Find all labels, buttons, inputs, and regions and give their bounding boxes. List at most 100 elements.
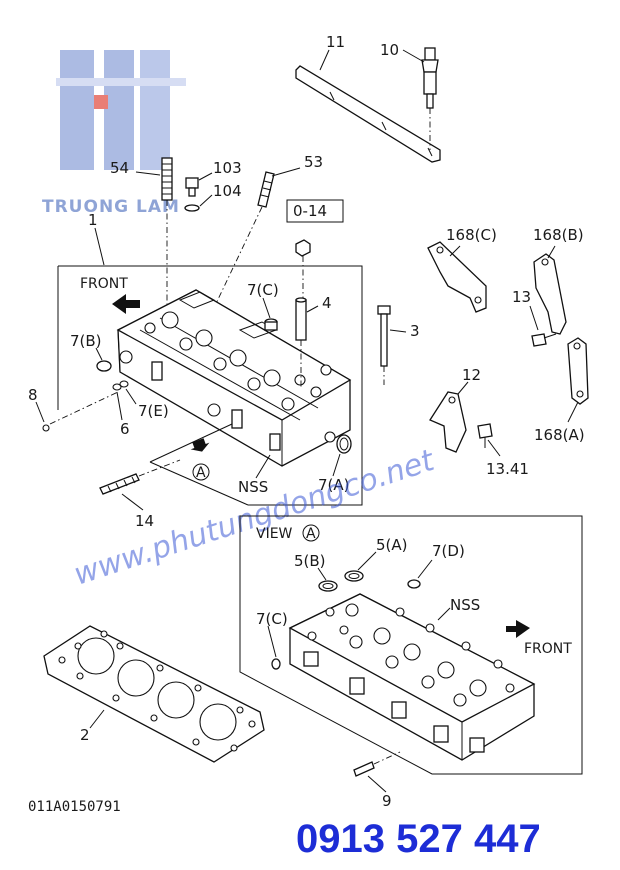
label-3: 3	[410, 322, 420, 340]
leader-nss-view	[437, 607, 451, 621]
front-arrow-view	[506, 620, 530, 638]
label-54: 54	[110, 159, 129, 177]
label-view-letter: A	[306, 526, 316, 542]
ring-5a	[344, 570, 364, 582]
bolt-3	[377, 305, 391, 385]
leader-4	[306, 305, 319, 313]
stud-54	[161, 157, 173, 320]
label-8: 8	[28, 386, 38, 404]
leader-13	[529, 305, 539, 331]
label-0-14: 0-14	[293, 202, 327, 220]
leader-5a	[357, 551, 377, 571]
stud-9	[353, 751, 401, 777]
leader-8	[35, 401, 45, 423]
label-13: 13	[512, 288, 531, 306]
label-53: 53	[304, 153, 323, 171]
leader-10	[402, 49, 425, 63]
leader-168b	[547, 245, 556, 259]
label-7b: 7(B)	[70, 332, 102, 350]
label-1: 1	[88, 211, 98, 229]
bolt-13	[531, 333, 557, 347]
plug-7d	[407, 579, 421, 589]
label-nss-top: NSS	[238, 478, 268, 496]
watermark-url: www.phutungdongco.net	[70, 443, 440, 593]
leader-12	[457, 381, 469, 395]
bracket-168a	[567, 337, 589, 405]
plug-7a	[336, 434, 352, 454]
label-6: 6	[120, 420, 130, 438]
leader-9	[367, 775, 387, 793]
ring-5b	[318, 580, 338, 592]
label-104: 104	[213, 182, 242, 200]
cylinder-head-top	[116, 289, 352, 467]
connector-strip	[295, 65, 441, 163]
head-frame	[58, 265, 363, 506]
front-arrow-top	[112, 294, 140, 314]
leader-3	[389, 329, 407, 333]
leader-7e	[125, 388, 137, 405]
small-plug	[295, 239, 311, 330]
leader-168c	[449, 245, 461, 257]
bracket-168b	[533, 253, 567, 335]
label-9: 9	[382, 792, 392, 810]
label-103: 103	[213, 159, 242, 177]
leader-nss-top	[255, 454, 271, 479]
leader-7c-view	[267, 625, 277, 658]
box-0-14	[286, 199, 344, 223]
label-11: 11	[326, 33, 345, 51]
leader-54	[135, 171, 161, 176]
circle-a-view	[302, 524, 320, 542]
brand-logo-text: TRUONG LAM	[42, 197, 180, 217]
leader-7d	[417, 559, 433, 579]
drawing-code: 011A0150791	[28, 799, 121, 815]
leader-1	[94, 227, 105, 266]
label-10: 10	[380, 41, 399, 59]
label-7c-top: 7(C)	[247, 281, 279, 299]
leader-7c-top	[262, 297, 271, 319]
label-168a: 168(A)	[534, 426, 585, 444]
sleeve-4	[295, 297, 307, 388]
part-8	[42, 424, 50, 432]
label-view-prefix: VIEW	[256, 526, 293, 542]
leader-14	[121, 493, 144, 511]
leader-168a	[567, 401, 579, 423]
leader-5b	[317, 567, 327, 581]
bracket-168c	[427, 241, 487, 313]
label-front-top: FRONT	[80, 276, 128, 292]
leader-104	[199, 194, 213, 207]
brand-logo	[56, 50, 186, 170]
label-12: 12	[462, 366, 481, 384]
view-a-frame	[239, 515, 583, 775]
label-168c: 168(C)	[446, 226, 497, 244]
glow-plug	[421, 47, 439, 150]
label-14: 14	[135, 512, 154, 530]
plug-7c-view	[271, 658, 281, 670]
leader-7b	[95, 347, 103, 361]
label-7d: 7(D)	[432, 542, 465, 560]
label-a-top: A	[196, 465, 206, 481]
head-gasket	[43, 625, 265, 763]
leader-53	[271, 167, 301, 177]
cylinder-head-view	[288, 593, 536, 761]
label-4: 4	[322, 294, 332, 312]
label-13-41: 13.41	[486, 460, 529, 478]
label-5b: 5(B)	[294, 552, 326, 570]
bolt-103	[184, 177, 200, 212]
label-front-view: FRONT	[524, 641, 572, 657]
watermark-phone: 0913 527 447	[296, 817, 541, 861]
leader-13-41	[487, 439, 501, 457]
plug-7e	[119, 380, 129, 388]
stud-14	[99, 459, 181, 495]
leader-2	[89, 709, 105, 729]
view-arrow-top	[190, 438, 210, 452]
label-7e: 7(E)	[138, 402, 169, 420]
leader-103	[198, 172, 213, 181]
bolt-13-41	[477, 423, 493, 448]
label-2: 2	[80, 726, 90, 744]
label-nss-view: NSS	[450, 596, 480, 614]
bracket-12	[429, 391, 467, 453]
label-5a: 5(A)	[376, 536, 408, 554]
leader-6	[116, 391, 123, 421]
plug-7b	[96, 360, 112, 372]
